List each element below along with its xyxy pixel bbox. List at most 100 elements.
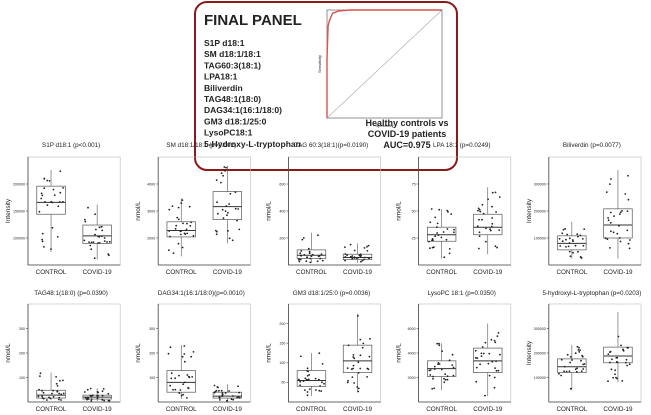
data-point: [304, 389, 306, 391]
data-point: [475, 380, 478, 383]
data-point: [367, 244, 370, 247]
data-point: [480, 355, 483, 357]
data-point: [168, 249, 170, 252]
y-tick-label: 100: [279, 361, 285, 365]
data-point: [91, 394, 94, 397]
data-point: [39, 375, 41, 377]
boxplot-panel: LysoPC 18:1 (p=0.0350)nmol/L200040006000…: [396, 290, 512, 413]
data-point: [352, 367, 354, 370]
y-tick-label: 200000: [13, 182, 25, 186]
data-point: [359, 253, 362, 256]
data-point: [226, 214, 228, 217]
y-tick-label: 4000: [147, 182, 155, 186]
data-point: [610, 368, 613, 371]
data-point: [579, 349, 581, 352]
boxplot-panel: SM d18:1/18:1 (p=0.002)nmol/L20003000400…: [135, 142, 251, 276]
data-point: [359, 338, 362, 341]
y-tick-label: 2000: [147, 236, 155, 240]
data-point: [562, 228, 565, 231]
data-point: [614, 369, 617, 372]
data-point: [300, 250, 303, 252]
data-point: [298, 378, 300, 381]
data-point: [575, 370, 578, 373]
roc-caption-line-1: Healthy controls vs: [365, 118, 448, 128]
data-point: [572, 251, 574, 254]
y-tick-label: 200000: [534, 209, 546, 213]
boxplot-panel: TAG48:1(18:0) (p=0.0390)nmol/L100200300C…: [5, 290, 121, 413]
data-point: [609, 247, 611, 249]
data-point: [98, 242, 101, 244]
roc-caption-line-2: COVID-19 patients: [368, 129, 447, 139]
x-category-label: COVID-19: [213, 269, 243, 276]
x-category-label: COVID-19: [473, 269, 503, 276]
data-point: [305, 260, 308, 263]
data-point: [183, 381, 186, 384]
data-point: [448, 359, 451, 362]
data-point: [216, 386, 219, 388]
data-point: [617, 335, 620, 338]
data-point: [83, 239, 86, 242]
data-point: [491, 205, 493, 208]
data-point: [186, 232, 189, 235]
data-point: [300, 355, 302, 358]
data-point: [306, 374, 309, 377]
data-point: [362, 342, 365, 345]
data-point: [190, 355, 193, 358]
x-category-label: COVID-19: [473, 406, 503, 413]
data-point: [182, 222, 184, 225]
data-point: [581, 238, 584, 240]
data-point: [101, 235, 103, 238]
data-point: [106, 241, 108, 243]
marker-item: LysoPC18:1: [204, 128, 253, 138]
data-point: [100, 225, 103, 228]
marker-item: TAG60:3(18:1): [204, 60, 261, 70]
boxplot-panel: Biliverdin (p=0.0077)Intensity1000002000…: [526, 142, 642, 276]
roc-curve: [326, 9, 442, 118]
data-point: [46, 179, 49, 182]
data-point: [38, 388, 40, 391]
data-point: [481, 218, 483, 221]
data-point: [581, 354, 583, 357]
data-point: [237, 396, 240, 398]
y-axis-label: Intensity: [5, 198, 12, 223]
data-point: [566, 353, 569, 356]
data-point: [217, 212, 219, 215]
data-point: [493, 386, 496, 389]
data-point: [234, 207, 237, 210]
marker-item: S1P d18:1: [204, 38, 245, 48]
data-point: [609, 350, 612, 353]
data-point: [611, 358, 613, 361]
y-tick-label: 25: [412, 236, 416, 240]
data-point: [108, 240, 111, 243]
data-point: [311, 253, 314, 256]
data-point: [477, 207, 480, 210]
data-point: [491, 217, 493, 219]
data-point: [353, 357, 356, 360]
x-category-label: CONTROL: [296, 269, 327, 276]
x-category-label: COVID-19: [343, 406, 373, 413]
data-point: [494, 367, 496, 369]
y-tick-label: 50: [412, 209, 416, 213]
data-point: [309, 257, 312, 260]
data-point: [216, 230, 218, 233]
marker-item: LPA18:1: [204, 72, 238, 82]
data-point: [624, 193, 627, 195]
data-point: [320, 253, 323, 256]
data-point: [609, 361, 611, 364]
data-point: [431, 387, 434, 390]
data-point: [482, 352, 485, 355]
data-point: [181, 246, 184, 249]
boxplot-title: SM d18:1/18:1 (p=0.002): [166, 142, 236, 149]
data-point: [321, 363, 324, 365]
data-point: [568, 237, 571, 240]
y-axis-label: nmol/L: [396, 343, 403, 363]
data-point: [318, 352, 321, 355]
data-point: [189, 225, 192, 227]
box: [603, 346, 633, 364]
data-point: [448, 248, 451, 250]
data-point: [51, 392, 53, 395]
y-tick-label: 100: [149, 376, 155, 380]
data-point: [51, 201, 54, 204]
boxplot-panel: 5-hydroxyl-L-tryptophan (p=0.0203)Intens…: [526, 290, 642, 413]
